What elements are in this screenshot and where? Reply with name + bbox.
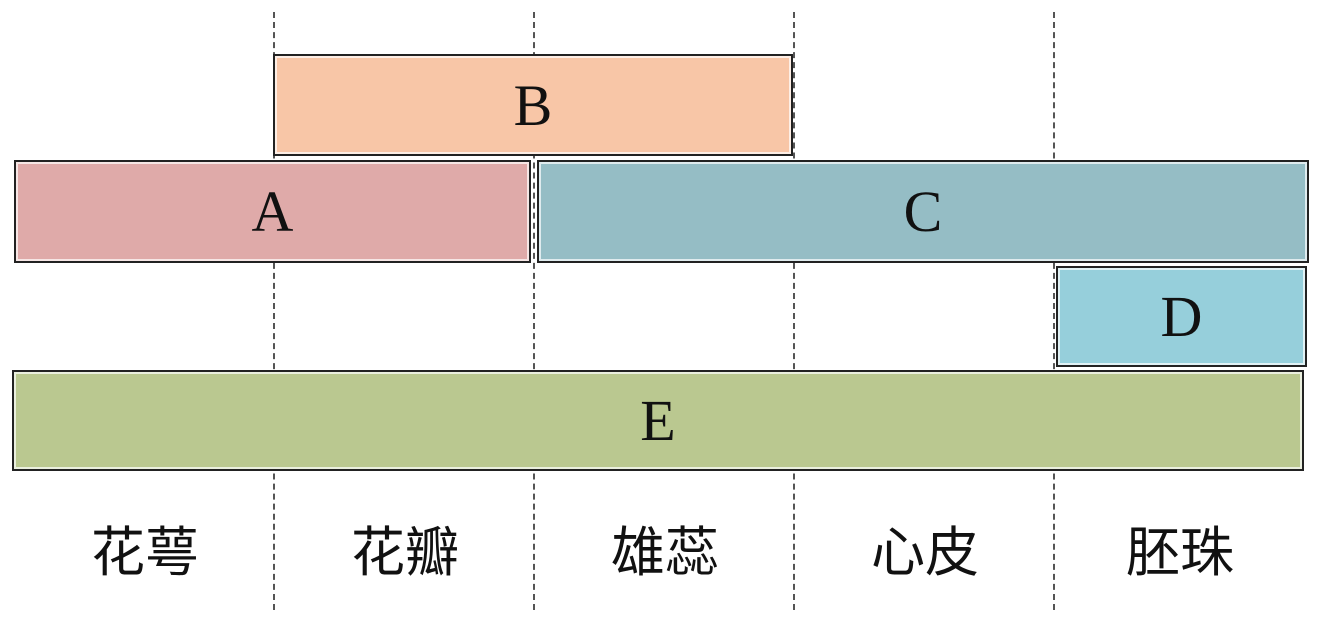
organ-label-sepal: 花萼 [91, 521, 199, 584]
gene-class-c-box: C [537, 160, 1309, 263]
gene-class-b-box: B [273, 54, 793, 156]
organ-label-stamen: 雄蕊 [611, 521, 719, 584]
organ-label-petal: 花瓣 [351, 521, 459, 584]
gene-class-a-label: A [251, 179, 294, 244]
divider-line [533, 12, 535, 610]
gene-class-c-label: C [903, 179, 943, 244]
divider-line [1053, 12, 1055, 610]
gene-class-e-box: E [12, 370, 1304, 471]
gene-class-a-box: A [14, 160, 531, 263]
divider-line [793, 12, 795, 610]
organ-label-carpel: 心皮 [871, 521, 979, 584]
gene-class-e-label: E [640, 388, 676, 453]
gene-class-d-label: D [1160, 284, 1203, 349]
gene-class-d-box: D [1056, 266, 1307, 367]
gene-class-b-label: B [513, 72, 553, 138]
organ-label-ovule: 胚珠 [1126, 521, 1234, 584]
divider-line [273, 12, 275, 610]
